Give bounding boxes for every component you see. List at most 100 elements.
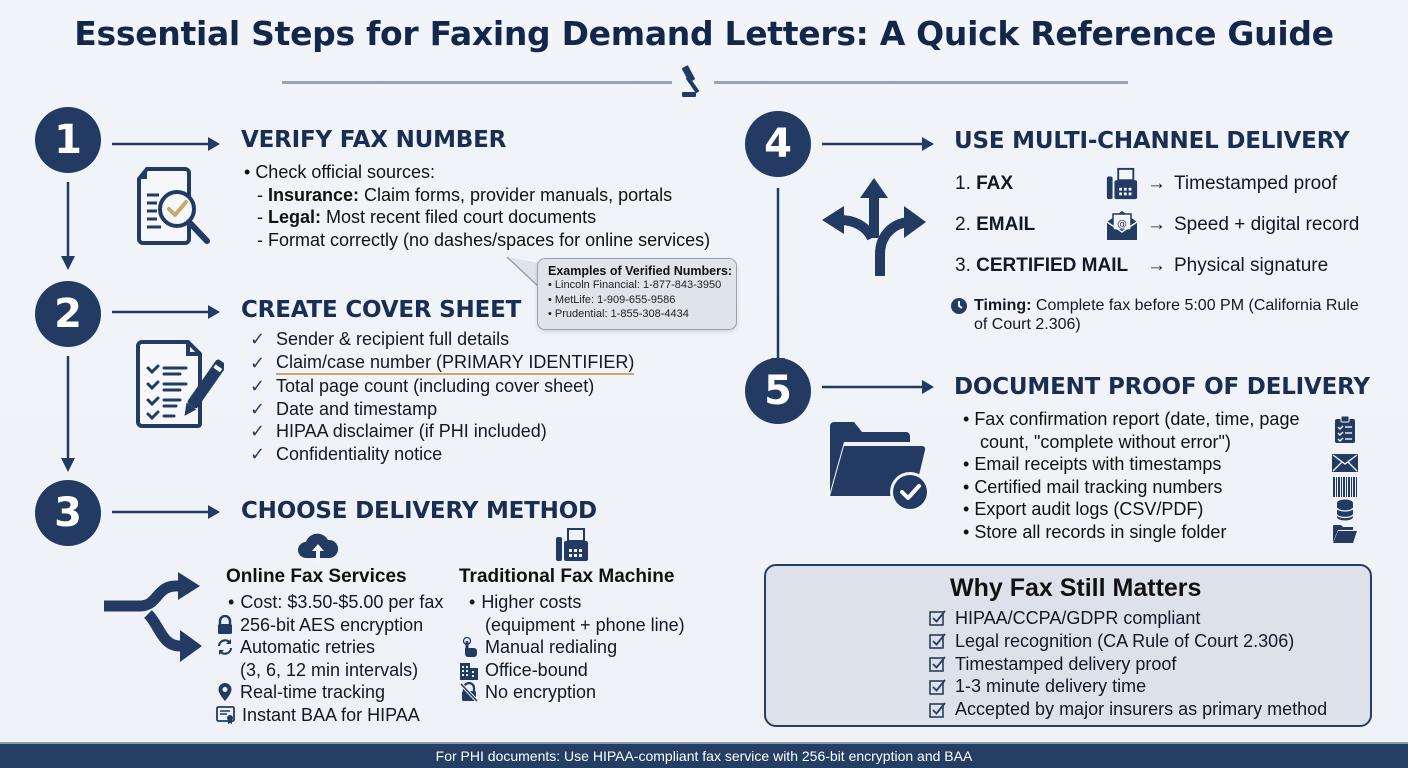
- channel-email: 2. EMAIL @ → Speed + digital record: [955, 211, 1359, 240]
- step-2-heading: CREATE COVER SHEET: [241, 297, 522, 323]
- hand-tap-icon: [462, 637, 477, 658]
- proof-item: • Certified mail tracking numbers: [963, 476, 1223, 497]
- why-fax-list: HIPAA/CCPA/GDPR compliant Legal recognit…: [929, 607, 1327, 721]
- refresh-icon: [217, 639, 233, 656]
- building-icon: [460, 662, 478, 680]
- online-fax-item: •Cost: $3.50-$5.00 per fax: [228, 592, 444, 612]
- email-open-icon: @: [1106, 211, 1138, 240]
- arrow-down-icon: [771, 188, 785, 372]
- step-1-heading: VERIFY FAX NUMBER: [241, 127, 507, 153]
- why-fax-item: 1-3 minute delivery time: [929, 675, 1327, 698]
- proof-item: • Export audit logs (CSV/PDF): [963, 499, 1204, 519]
- callout-item: • Lincoln Financial: 1-877-843-3950: [548, 279, 722, 291]
- checkbox-checked-icon: [929, 702, 946, 718]
- traditional-fax-item: No encryption: [459, 681, 685, 704]
- verified-numbers-callout: Examples of Verified Numbers: • Lincoln …: [537, 258, 737, 330]
- primary-identifier-highlight: Claim/case number (PRIMARY IDENTIFIER): [276, 351, 635, 375]
- proof-list: • Fax confirmation report (date, time, p…: [963, 408, 1299, 543]
- step-2-circle: 2: [35, 281, 101, 347]
- arrow-right-icon: [112, 137, 220, 151]
- proof-item-cont: count, "complete without error"): [980, 431, 1231, 452]
- channel-certified-mail: 3. CERTIFIED MAIL → Physical signature: [955, 255, 1329, 276]
- split-arrows-icon: [104, 572, 202, 662]
- delivery-channels: 1. FAX → Timestamped proof 2. EMAIL @ → …: [955, 167, 1359, 279]
- why-fax-item: Timestamped delivery proof: [929, 653, 1327, 676]
- online-fax-item: Real-time tracking: [216, 681, 443, 704]
- step-5-circle: 5: [745, 358, 811, 424]
- callout-title: Examples of Verified Numbers:: [548, 264, 733, 278]
- traditional-fax-item: Manual redialing: [459, 636, 685, 659]
- online-fax-title: Online Fax Services: [226, 566, 407, 587]
- title-divider-right: [714, 81, 1128, 84]
- folder-open-icon: [1333, 525, 1357, 543]
- step-5-number: 5: [764, 368, 792, 414]
- traditional-fax-item: (equipment + phone line): [485, 614, 685, 635]
- traditional-fax-item: •Higher costs: [469, 592, 582, 612]
- step-5-heading: DOCUMENT PROOF OF DELIVERY: [954, 374, 1370, 400]
- step-1-subitem: - Format correctly (no dashes/spaces for…: [257, 229, 711, 250]
- checklist-item: ✓ Claim/case number (PRIMARY IDENTIFIER): [250, 351, 635, 375]
- checklist-item: ✓Sender & recipient full details: [250, 329, 510, 349]
- bullet: •: [469, 592, 476, 612]
- svg-text:@: @: [1117, 219, 1127, 230]
- checkbox-checked-icon: [929, 610, 946, 627]
- online-fax-column: Online Fax Services •Cost: $3.50-$5.00 p…: [216, 566, 443, 726]
- traditional-fax-item: Office-bound: [459, 659, 685, 682]
- why-fax-item: Legal recognition (CA Rule of Court 2.30…: [929, 630, 1327, 653]
- check-icon: ✓: [250, 329, 266, 349]
- why-fax-item: HIPAA/CCPA/GDPR compliant: [929, 607, 1327, 630]
- proof-item: • Email receipts with timestamps: [963, 454, 1222, 474]
- checklist-pencil-icon: [136, 340, 224, 428]
- clock-icon: [951, 297, 967, 314]
- step-3-heading: CHOOSE DELIVERY METHOD: [241, 498, 597, 524]
- check-icon: ✓: [250, 398, 266, 419]
- arrow-right-icon: [822, 380, 934, 394]
- why-fax-item: Accepted by major insurers as primary me…: [929, 698, 1327, 721]
- step-1-subitem: - Insurance: Claim forms, provider manua…: [257, 184, 673, 205]
- bullet: •: [228, 592, 235, 612]
- online-fax-item: Automatic retries: [216, 636, 443, 659]
- arrow-right-icon: [112, 505, 220, 519]
- step-1-number: 1: [54, 117, 82, 163]
- clipboard-icon: [1335, 415, 1355, 443]
- online-fax-item: (3, 6, 12 min intervals): [240, 659, 419, 680]
- step-4-number: 4: [764, 121, 792, 167]
- gavel-icon: [681, 65, 700, 97]
- online-fax-item: Instant BAA for HIPAA: [216, 704, 443, 727]
- step-3-number: 3: [54, 490, 82, 536]
- step-1-content: • Check official sources: - Insurance: C…: [244, 161, 710, 251]
- checkbox-checked-icon: [929, 656, 946, 672]
- step-4-circle: 4: [745, 111, 811, 177]
- arrow-icon: →: [1147, 173, 1166, 194]
- online-fax-item: 256-bit AES encryption: [216, 614, 443, 637]
- step-1-circle: 1: [35, 107, 101, 173]
- barcode-icon: [1333, 477, 1357, 497]
- three-way-arrows-icon: [822, 178, 926, 276]
- callout-item: • Prudential: 1-855-308-4434: [548, 308, 689, 320]
- cloud-upload-icon: [298, 533, 339, 564]
- arrow-right-icon: [112, 305, 220, 319]
- proof-item: • Store all records in single folder: [963, 521, 1227, 542]
- arrow-down-icon: [61, 182, 75, 270]
- no-encryption-icon: [459, 682, 479, 703]
- lock-icon: [218, 614, 232, 634]
- page-title: Essential Steps for Faxing Demand Letter…: [74, 14, 1334, 53]
- check-icon: ✓: [250, 352, 266, 373]
- checkbox-checked-icon: [929, 633, 946, 649]
- timing-note: Timing: Complete fax before 5:00 PM (Cal…: [950, 296, 1359, 334]
- fax-machine-icon: [1106, 167, 1138, 200]
- step-1-bullet: • Check official sources:: [244, 162, 436, 182]
- checklist-item: ✓Confidentiality notice: [250, 443, 443, 464]
- traditional-fax-title: Traditional Fax Machine: [459, 566, 675, 587]
- footer-banner: For PHI documents: Use HIPAA-compliant f…: [0, 742, 1408, 768]
- arrow-right-icon: [822, 137, 934, 151]
- channel-fax: 1. FAX → Timestamped proof: [955, 167, 1359, 200]
- checkbox-checked-icon: [929, 679, 946, 695]
- location-pin-icon: [218, 683, 232, 702]
- cover-sheet-checklist: ✓Sender & recipient full details ✓ Claim/…: [250, 328, 635, 465]
- step-4-heading: USE MULTI-CHANNEL DELIVERY: [954, 128, 1350, 154]
- checklist-item: ✓Total page count (including cover sheet…: [250, 376, 595, 396]
- fax-machine-icon: [556, 528, 588, 561]
- checklist-item: ✓HIPAA disclaimer (if PHI included): [250, 421, 547, 441]
- traditional-fax-column: Traditional Fax Machine •Higher costs (e…: [459, 566, 685, 704]
